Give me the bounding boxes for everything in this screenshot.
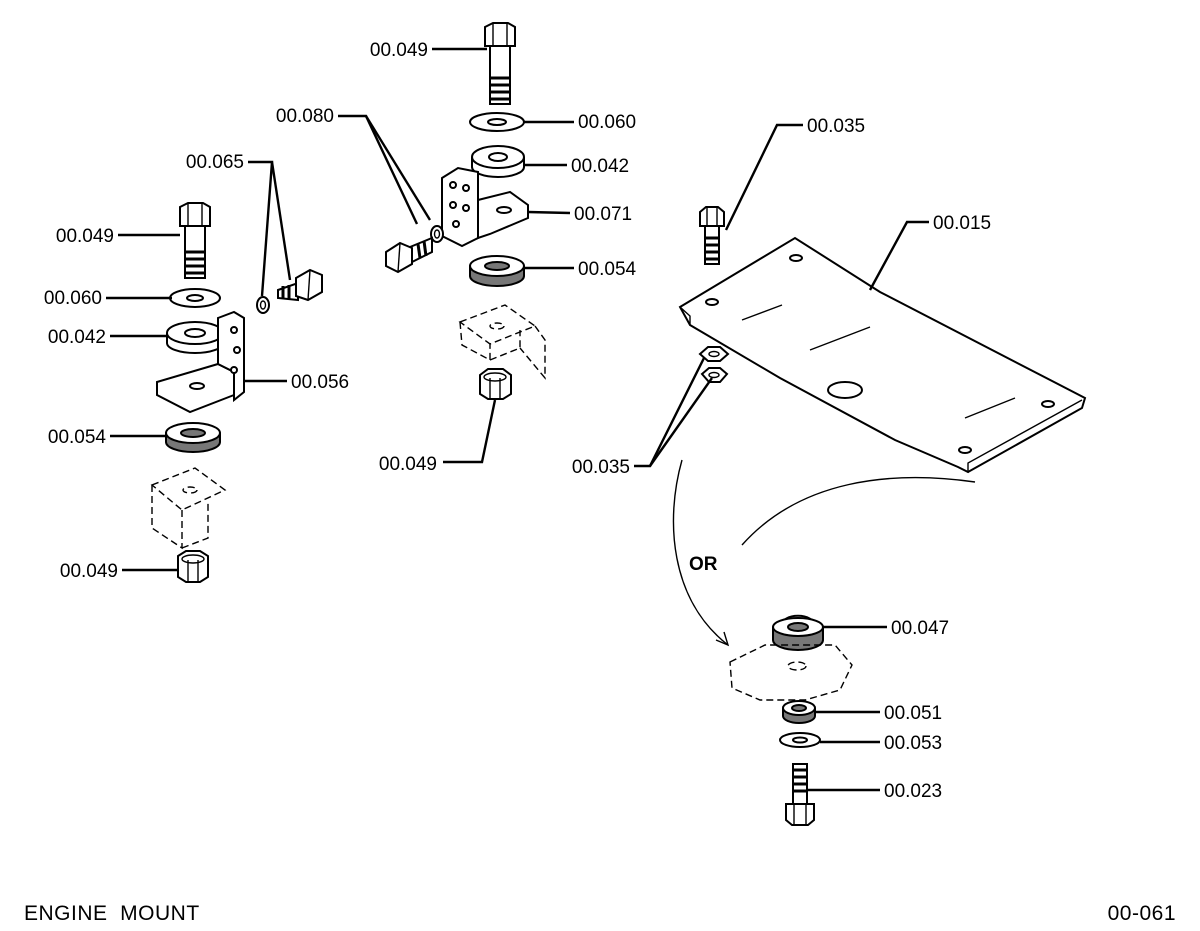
callout-00080: 00.080 (276, 106, 334, 127)
plate-nuts (698, 346, 730, 383)
callout-00042-center: 00.042 (571, 156, 629, 177)
callout-00049-left-nut: 00.049 (60, 561, 118, 582)
callout-00071: 00.071 (574, 204, 632, 225)
callout-labels: 00.049 00.080 00.060 00.042 00.071 00.05… (44, 40, 991, 802)
callout-00049-center-bolt: 00.049 (370, 40, 428, 61)
center-mount-assembly (385, 22, 546, 400)
alt-washer (779, 732, 821, 748)
mounting-plate (678, 236, 1087, 474)
center-rubber-mount (469, 255, 525, 287)
center-bolt (484, 22, 516, 105)
callout-00049-center-nut: 00.049 (379, 454, 437, 475)
callout-00051: 00.051 (884, 703, 942, 724)
callout-00035-nuts: 00.035 (572, 457, 630, 478)
alt-frame-phantom (729, 644, 853, 701)
callout-00060-center: 00.060 (578, 112, 636, 133)
alt-spacer (782, 700, 816, 724)
callout-00023: 00.023 (884, 781, 942, 802)
left-flat-washer (169, 288, 221, 308)
callout-00035-bolt: 00.035 (807, 116, 865, 137)
left-side-fasteners (256, 268, 323, 314)
callout-00049-left-bolt: 00.049 (56, 226, 114, 247)
alt-bolt (785, 763, 815, 826)
center-frame-phantom (458, 304, 546, 380)
center-flat-washer (469, 112, 525, 132)
left-frame-phantom (150, 467, 227, 550)
callout-00015: 00.015 (933, 213, 991, 234)
leader-lines (106, 47, 929, 792)
left-lock-nut (177, 550, 209, 583)
center-rubber-spacer (471, 145, 525, 178)
center-angle-bracket (441, 166, 529, 248)
alternative-arrows (672, 459, 976, 647)
callout-00060-left: 00.060 (44, 288, 102, 309)
left-bolt (179, 202, 211, 279)
alt-rubber-mount (772, 614, 824, 651)
alternative-or-label: OR (689, 554, 718, 575)
diagram-code: 00-061 (1107, 902, 1176, 925)
left-rubber-spacer (166, 321, 224, 354)
left-mount-assembly (150, 202, 323, 583)
plate-bolt (699, 206, 725, 265)
callout-00056: 00.056 (291, 372, 349, 393)
callout-00054-left: 00.054 (48, 427, 107, 448)
callout-00047: 00.047 (891, 618, 949, 639)
callout-00065: 00.065 (186, 152, 244, 173)
right-mount-assembly (672, 206, 1087, 826)
center-side-fasteners (385, 225, 444, 274)
callout-00054-center: 00.054 (578, 259, 637, 280)
center-lock-nut (479, 368, 512, 400)
left-rubber-mount (165, 422, 221, 453)
callout-00053: 00.053 (884, 733, 942, 754)
left-angle-bracket (156, 310, 245, 414)
callout-00042-left: 00.042 (48, 327, 106, 348)
diagram-title: ENGINE MOUNT (24, 902, 200, 925)
